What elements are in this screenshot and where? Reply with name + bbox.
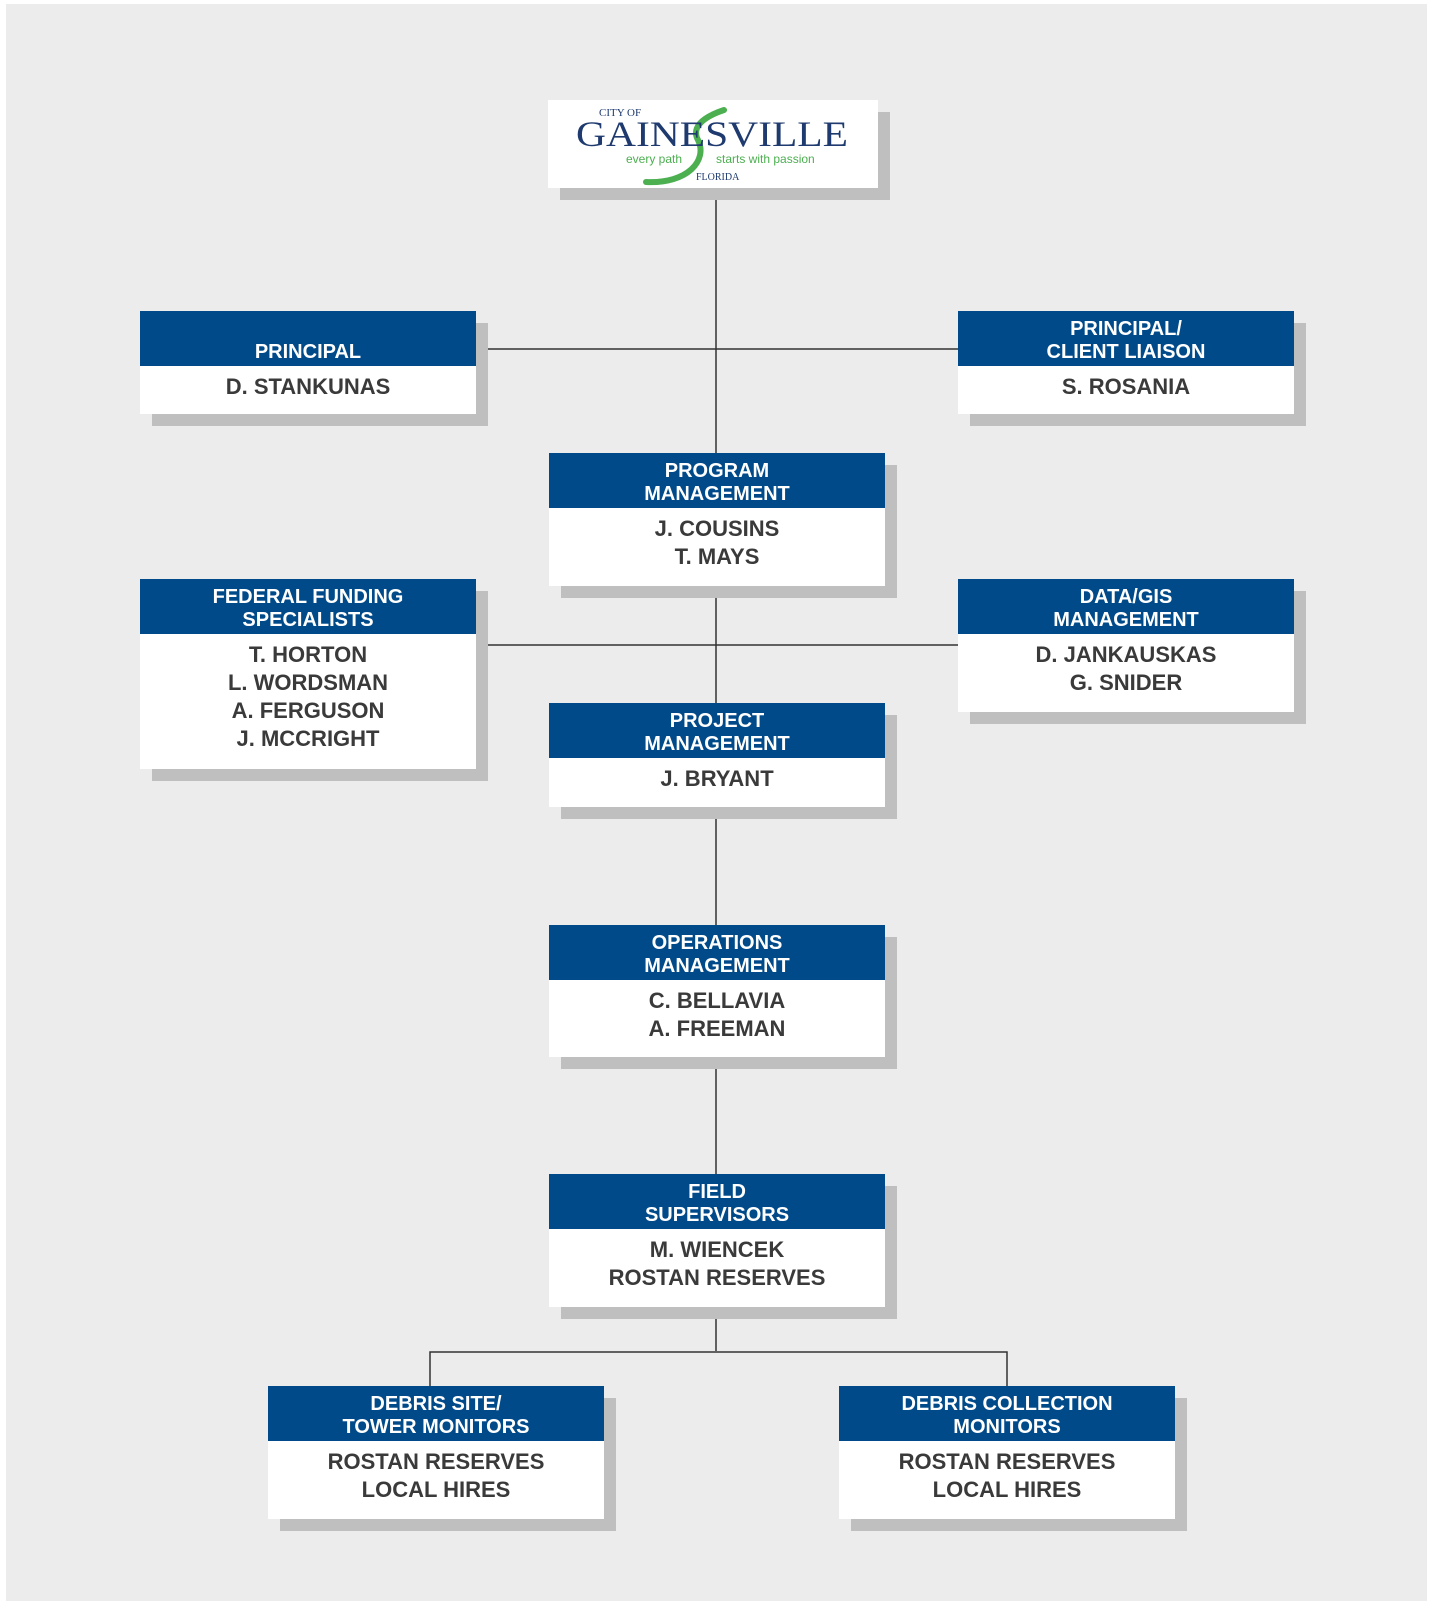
- box-title-line: MONITORS: [953, 1416, 1061, 1438]
- box-body: ROSTAN RESERVES LOCAL HIRES: [268, 1441, 604, 1519]
- box-title-line: FIELD: [688, 1181, 746, 1203]
- logo-swoosh: [643, 107, 727, 186]
- staff-name: ROSTAN RESERVES: [608, 1265, 826, 1290]
- data-gis-box: DATA/GIS MANAGEMENT D. JANKAUSKAS G. SNI…: [958, 579, 1294, 712]
- box-title-line: MANAGEMENT: [644, 483, 790, 505]
- box-title-line: MANAGEMENT: [1053, 609, 1199, 631]
- staff-name: J. MCCRIGHT: [236, 726, 380, 751]
- staff-name: ROSTAN RESERVES: [327, 1449, 545, 1474]
- staff-name: C. BELLAVIA: [648, 988, 786, 1013]
- debris-collection-box: DEBRIS COLLECTION MONITORS ROSTAN RESERV…: [839, 1386, 1175, 1519]
- box-body: ROSTAN RESERVES LOCAL HIRES: [839, 1441, 1175, 1519]
- box-title-line: TOWER MONITORS: [342, 1416, 530, 1438]
- principal-box: PRINCIPAL D. STANKUNAS: [140, 311, 476, 414]
- federal-funding-box: FEDERAL FUNDING SPECIALISTS T. HORTON L.…: [140, 579, 476, 769]
- box-title-line: FEDERAL FUNDING: [212, 586, 404, 608]
- staff-name: S. ROSANIA: [1061, 374, 1191, 399]
- staff-name: G. SNIDER: [1069, 670, 1183, 695]
- logo-name: GAINESVILLE: [576, 114, 848, 154]
- staff-name: L. WORDSMAN: [227, 670, 389, 695]
- box-header: PROGRAM MANAGEMENT: [549, 453, 885, 508]
- box-body: T. HORTON L. WORDSMAN A. FERGUSON J. MCC…: [140, 634, 476, 769]
- logo-tagline-left: every path: [626, 152, 682, 166]
- field-supervisors-box: FIELD SUPERVISORS M. WIENCEK ROSTAN RESE…: [549, 1174, 885, 1307]
- project-management-box: PROJECT MANAGEMENT J. BRYANT: [549, 703, 885, 807]
- logo-city-of: CITY OF: [599, 107, 641, 119]
- operations-management-box: OPERATIONS MANAGEMENT C. BELLAVIA A. FRE…: [549, 925, 885, 1057]
- box-title-line: PROGRAM: [664, 460, 770, 482]
- staff-name: J. COUSINS: [654, 516, 780, 541]
- box-body: D. JANKAUSKAS G. SNIDER: [958, 634, 1294, 712]
- box-header: PRINCIPAL: [140, 311, 476, 366]
- box-title-line: DATA/GIS: [1079, 586, 1173, 608]
- staff-name: LOCAL HIRES: [932, 1477, 1082, 1502]
- box-header: DEBRIS SITE/ TOWER MONITORS: [268, 1386, 604, 1441]
- staff-name: A. FREEMAN: [648, 1016, 786, 1041]
- box-title-line: MANAGEMENT: [644, 733, 790, 755]
- box-body: D. STANKUNAS: [140, 366, 476, 414]
- staff-name: D. JANKAUSKAS: [1035, 642, 1217, 667]
- box-header: PRINCIPAL/ CLIENT LIAISON: [958, 311, 1294, 366]
- box-header: PROJECT MANAGEMENT: [549, 703, 885, 758]
- staff-name: ROSTAN RESERVES: [898, 1449, 1116, 1474]
- box-body: C. BELLAVIA A. FREEMAN: [549, 980, 885, 1057]
- logo-tagline-right: starts with passion: [716, 152, 815, 166]
- staff-name: T. HORTON: [248, 642, 368, 667]
- box-title-line: SUPERVISORS: [644, 1204, 790, 1226]
- logo-state: FLORIDA: [696, 172, 740, 183]
- box-title-line: PRINCIPAL/: [1070, 318, 1182, 340]
- box-title-line: PROJECT: [669, 710, 765, 732]
- box-header: FIELD SUPERVISORS: [549, 1174, 885, 1229]
- box-title-line: CLIENT LIAISON: [1046, 341, 1206, 363]
- staff-name: D. STANKUNAS: [225, 374, 391, 399]
- city-logo: CITY OF GAINESVILLE every path starts wi…: [548, 100, 878, 188]
- box-header: DEBRIS COLLECTION MONITORS: [839, 1386, 1175, 1441]
- box-title-line: PRINCIPAL: [254, 341, 362, 363]
- box-body: S. ROSANIA: [958, 366, 1294, 414]
- box-body: M. WIENCEK ROSTAN RESERVES: [549, 1229, 885, 1307]
- staff-name: A. FERGUSON: [231, 698, 385, 723]
- program-management-box: PROGRAM MANAGEMENT J. COUSINS T. MAYS: [549, 453, 885, 586]
- staff-name: J. BRYANT: [660, 766, 774, 791]
- box-title-line: MANAGEMENT: [644, 955, 790, 977]
- staff-name: T. MAYS: [674, 544, 760, 569]
- box-title-line: DEBRIS COLLECTION: [901, 1393, 1113, 1415]
- box-header: DATA/GIS MANAGEMENT: [958, 579, 1294, 634]
- box-title-line: DEBRIS SITE/: [370, 1393, 502, 1415]
- staff-name: M. WIENCEK: [649, 1237, 785, 1262]
- principal-liaison-box: PRINCIPAL/ CLIENT LIAISON S. ROSANIA: [958, 311, 1294, 414]
- debris-site-box: DEBRIS SITE/ TOWER MONITORS ROSTAN RESER…: [268, 1386, 604, 1519]
- box-header: OPERATIONS MANAGEMENT: [549, 925, 885, 980]
- box-body: J. COUSINS T. MAYS: [549, 508, 885, 586]
- box-title-line: OPERATIONS: [651, 932, 783, 954]
- debris-connector: [429, 1351, 1008, 1390]
- staff-name: LOCAL HIRES: [361, 1477, 511, 1502]
- box-body: J. BRYANT: [549, 758, 885, 807]
- box-header: FEDERAL FUNDING SPECIALISTS: [140, 579, 476, 634]
- box-title-line: SPECIALISTS: [242, 609, 374, 631]
